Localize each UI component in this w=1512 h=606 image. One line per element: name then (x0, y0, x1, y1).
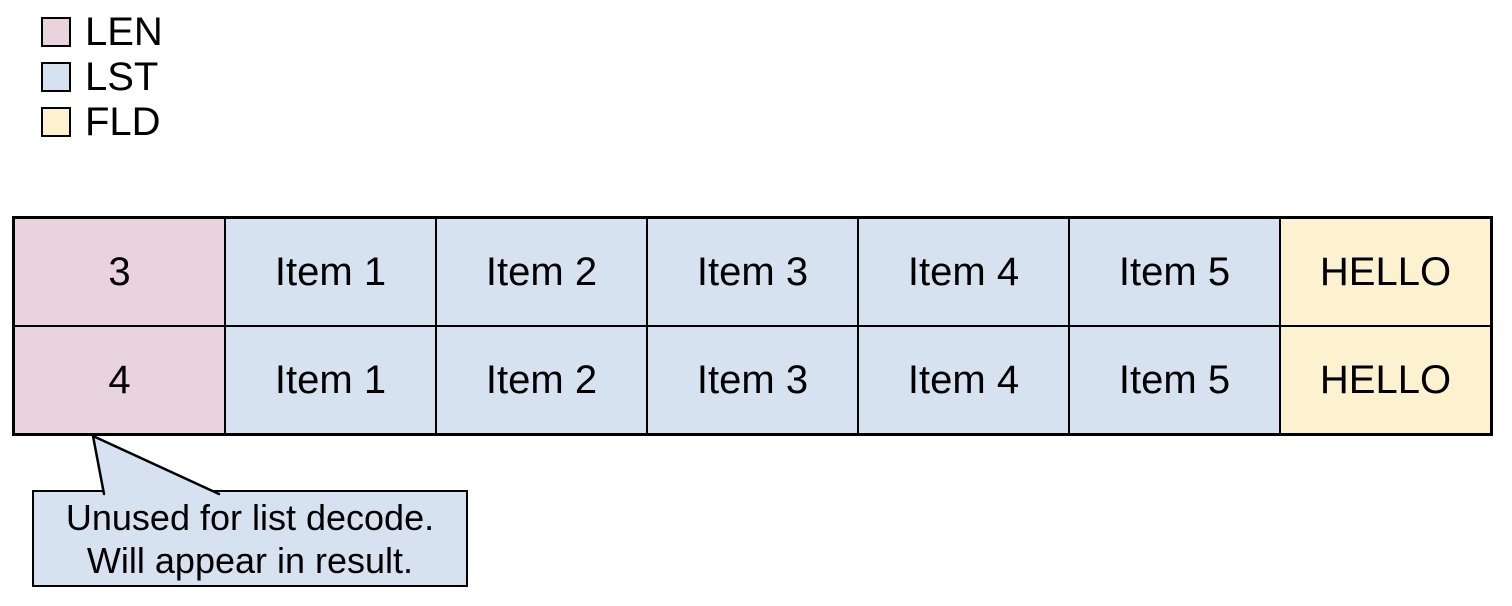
legend-item-len: LEN (41, 10, 163, 54)
item-cell: Item 4 (858, 218, 1069, 326)
callout-line: Will appear in result. (86, 539, 414, 581)
fld-cell: HELLO (1280, 218, 1491, 326)
table-row: 3 Item 1 Item 2 Item 3 Item 4 Item 5 HEL… (14, 218, 1491, 326)
item-cell: Item 4 (858, 326, 1069, 434)
item-cell: Item 3 (647, 218, 858, 326)
legend: LEN LST FLD (41, 10, 163, 144)
callout-line: Unused for list decode. (65, 496, 435, 538)
item-cell: Item 3 (647, 326, 858, 434)
len-cell: 4 (14, 326, 225, 434)
fld-cell: HELLO (1280, 326, 1491, 434)
lst-color-swatch (41, 62, 71, 92)
legend-label-fld: FLD (85, 100, 161, 144)
len-color-swatch (41, 17, 71, 47)
item-cell: Item 2 (436, 326, 647, 434)
item-cell: Item 1 (225, 326, 436, 434)
callout-tail-fill (93, 436, 219, 494)
item-cell: Item 1 (225, 218, 436, 326)
item-cell: Item 5 (1069, 218, 1280, 326)
decode-table: 3 Item 1 Item 2 Item 3 Item 4 Item 5 HEL… (12, 216, 1493, 436)
legend-label-lst: LST (85, 55, 159, 99)
callout-tail-outline (91, 434, 221, 496)
callout-bubble: Unused for list decode. Will appear in r… (32, 490, 468, 587)
item-cell: Item 2 (436, 218, 647, 326)
fld-color-swatch (41, 107, 71, 137)
table-row: 4 Item 1 Item 2 Item 3 Item 4 Item 5 HEL… (14, 326, 1491, 434)
legend-item-fld: FLD (41, 100, 163, 144)
legend-item-lst: LST (41, 55, 163, 99)
legend-label-len: LEN (85, 10, 163, 54)
len-cell: 3 (14, 218, 225, 326)
item-cell: Item 5 (1069, 326, 1280, 434)
